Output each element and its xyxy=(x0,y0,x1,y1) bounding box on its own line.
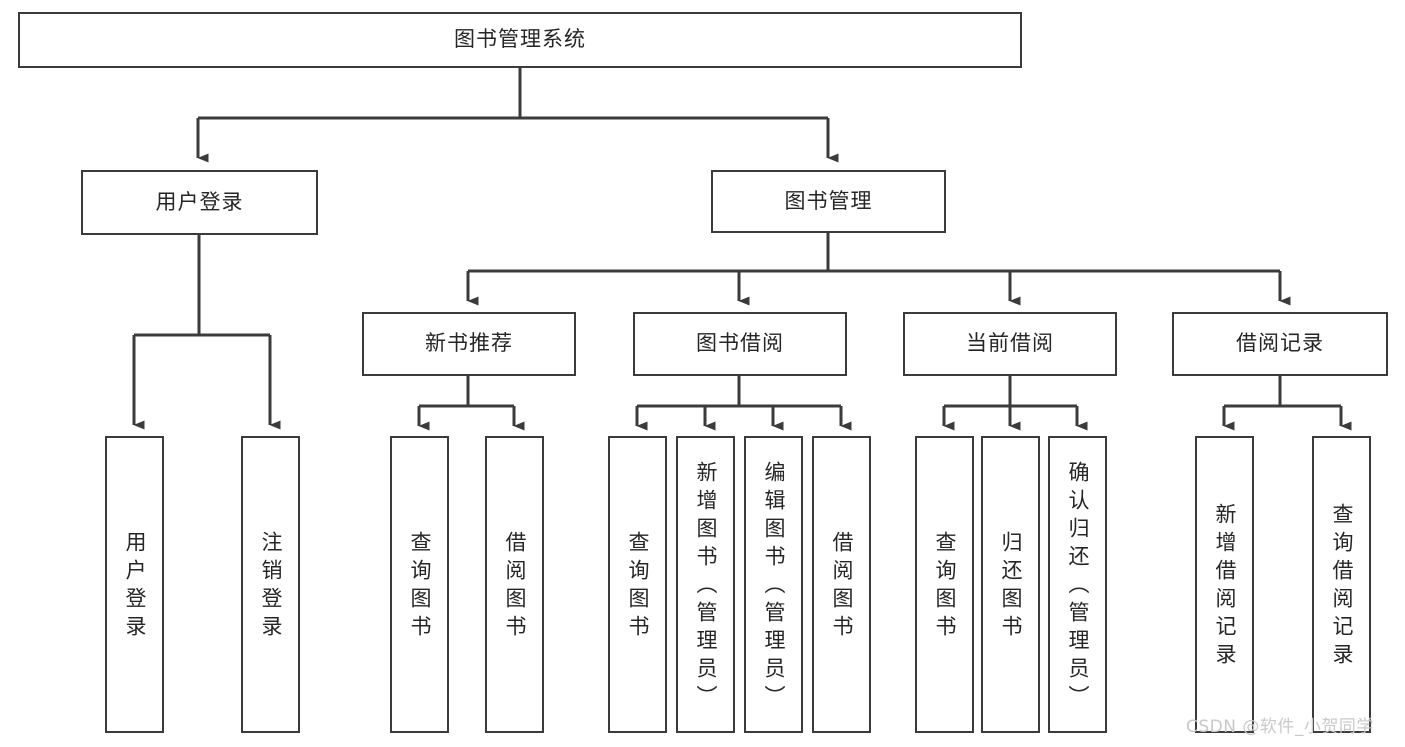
leaf-query-book-current-label: 查询图书 xyxy=(933,530,958,643)
leaf-edit-book-admin[interactable]: 编辑图书（管理员） xyxy=(744,436,803,733)
node-user-login[interactable]: 用户登录 xyxy=(81,170,318,235)
csdn-watermark: CSDN @软件_小贺同学 xyxy=(1186,717,1374,737)
node-root-label: 图书管理系统 xyxy=(454,27,586,52)
leaf-query-borrow-record[interactable]: 查询借阅记录 xyxy=(1312,436,1371,733)
leaf-add-borrow-record-label: 新增借阅记录 xyxy=(1213,502,1238,671)
leaf-query-book-new-rec-label: 查询图书 xyxy=(408,530,433,643)
node-new-book-recommendation[interactable]: 新书推荐 xyxy=(362,312,576,376)
leaf-borrow-book-new-rec[interactable]: 借阅图书 xyxy=(485,436,544,733)
node-book-borrow-label: 图书借阅 xyxy=(696,331,784,356)
node-current-borrow[interactable]: 当前借阅 xyxy=(903,312,1117,376)
leaf-query-book-current[interactable]: 查询图书 xyxy=(915,436,974,733)
node-current-borrow-label: 当前借阅 xyxy=(966,331,1054,356)
leaf-confirm-return-admin-label: 确认归还（管理员） xyxy=(1066,460,1091,713)
leaf-borrow-book-borrow[interactable]: 借阅图书 xyxy=(812,436,871,733)
leaf-logout[interactable]: 注销登录 xyxy=(241,436,300,733)
node-book-borrow[interactable]: 图书借阅 xyxy=(633,312,847,376)
leaf-add-borrow-record[interactable]: 新增借阅记录 xyxy=(1195,436,1254,733)
leaf-user-login-label: 用户登录 xyxy=(123,530,148,643)
node-book-manage[interactable]: 图书管理 xyxy=(711,170,946,233)
leaf-return-book-label: 归还图书 xyxy=(999,530,1024,643)
node-new-book-recommendation-label: 新书推荐 xyxy=(425,331,513,356)
leaf-query-borrow-record-label: 查询借阅记录 xyxy=(1330,502,1355,671)
leaf-confirm-return-admin[interactable]: 确认归还（管理员） xyxy=(1048,436,1107,733)
leaf-user-login[interactable]: 用户登录 xyxy=(105,436,164,733)
leaf-add-book-admin[interactable]: 新增图书（管理员） xyxy=(676,436,735,733)
node-user-login-label: 用户登录 xyxy=(155,189,244,214)
leaf-logout-label: 注销登录 xyxy=(259,530,284,643)
leaf-borrow-book-new-rec-label: 借阅图书 xyxy=(503,530,528,643)
leaf-query-book-borrow-label: 查询图书 xyxy=(626,530,651,643)
leaf-query-book-borrow[interactable]: 查询图书 xyxy=(608,436,667,733)
leaf-return-book[interactable]: 归还图书 xyxy=(981,436,1040,733)
leaf-add-book-admin-label: 新增图书（管理员） xyxy=(694,460,719,713)
leaf-borrow-book-borrow-label: 借阅图书 xyxy=(830,530,855,643)
node-book-manage-label: 图书管理 xyxy=(784,188,873,213)
node-borrow-record-label: 借阅记录 xyxy=(1236,331,1324,356)
node-borrow-record[interactable]: 借阅记录 xyxy=(1172,312,1388,376)
leaf-query-book-new-rec[interactable]: 查询图书 xyxy=(390,436,449,733)
leaf-edit-book-admin-label: 编辑图书（管理员） xyxy=(762,460,787,713)
node-root[interactable]: 图书管理系统 xyxy=(18,12,1022,68)
